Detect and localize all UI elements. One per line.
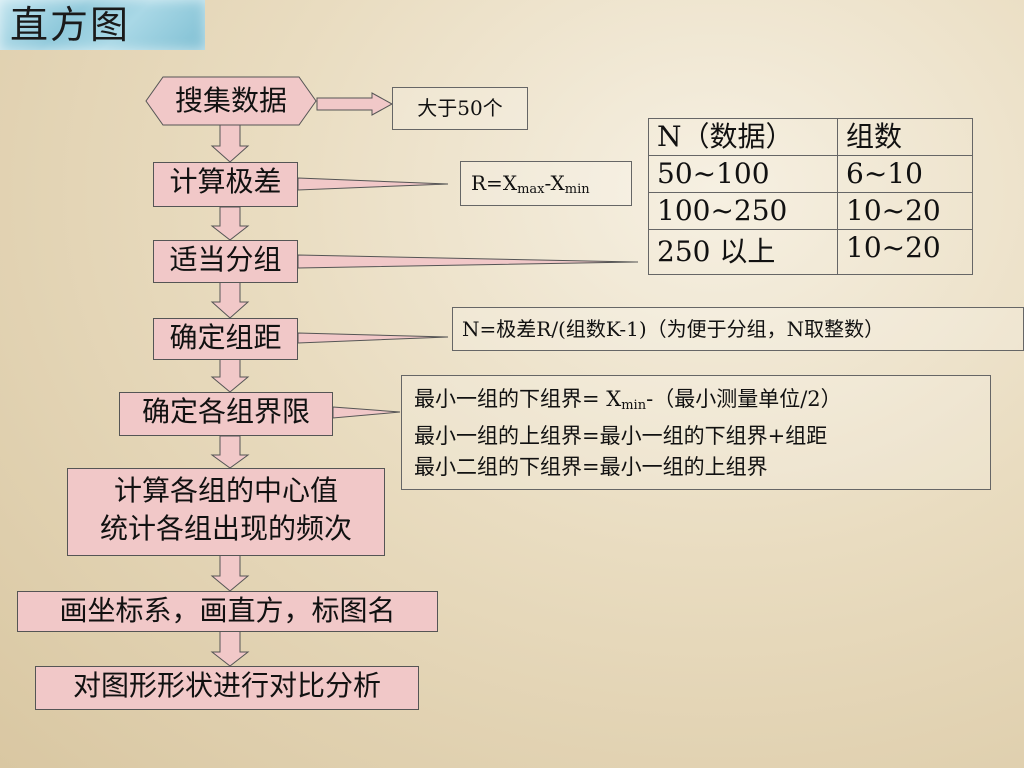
down-arrow-3: [210, 281, 250, 319]
step-grouping: 适当分组: [153, 240, 298, 283]
note-interval-formula: N=极差R/(组数K-1)（为便于分组，N取整数）: [452, 307, 1024, 351]
range-min-sub: min: [564, 182, 590, 197]
range-r-eq: R=X: [471, 171, 518, 195]
down-arrow-2: [210, 206, 250, 241]
boundary-line-3: 最小二组的下组界=最小一组的上组界: [414, 455, 768, 479]
page-title: 直方图: [10, 3, 131, 47]
boundary-min-sub: min: [621, 398, 647, 413]
boundary-line-1-suffix: -（最小测量单位/2）: [646, 387, 842, 411]
boundary-line-1-prefix: 最小一组的下组界= X: [414, 387, 622, 411]
title-banner: 直方图: [0, 0, 205, 50]
down-arrow-5: [210, 435, 250, 469]
table-header-groups: 组数: [837, 118, 973, 156]
boundary-line-2: 最小一组的上组界=最小一组的下组界+组距: [414, 424, 828, 448]
table-header-n: N（数据）: [648, 118, 838, 156]
table-cell: 6~10: [837, 155, 973, 193]
right-pointer-4: [297, 332, 449, 344]
step-draw-histogram: 画坐标系，画直方，标图名: [17, 591, 438, 632]
step-frequency-label: 统计各组出现的频次: [99, 512, 352, 545]
table-cell: 10~20: [837, 192, 973, 230]
step-group-interval: 确定组距: [153, 318, 298, 360]
table-cell: 10~20: [837, 229, 973, 275]
step-group-boundaries: 确定各组界限: [119, 392, 333, 436]
table-header-row: N（数据） 组数: [648, 118, 973, 156]
table-row: 50~100 6~10: [648, 155, 973, 193]
range-dash: -X: [544, 171, 565, 195]
group-count-table: N（数据） 组数 50~100 6~10 100~250 10~20 250 以…: [648, 118, 973, 275]
table-cell: 250 以上: [648, 229, 838, 275]
down-arrow-4: [210, 358, 250, 393]
table-cell: 100~250: [648, 192, 838, 230]
table-cell: 50~100: [648, 155, 838, 193]
step-compare-analyze: 对图形形状进行对比分析: [35, 666, 419, 710]
right-pointer-3: [297, 254, 639, 269]
table-row: 100~250 10~20: [648, 192, 973, 230]
step-collect-data-label: 搜集数据: [174, 84, 287, 117]
note-range-formula: R=Xmax-Xmin: [460, 161, 632, 206]
right-pointer-2: [297, 177, 449, 191]
range-max-sub: max: [517, 182, 545, 197]
down-arrow-7: [210, 630, 250, 667]
note-boundary-rules: 最小一组的下组界= Xmin-（最小测量单位/2） 最小一组的上组界=最小一组的…: [401, 375, 991, 490]
step-compute-range: 计算极差: [153, 162, 298, 207]
note-data-count: 大于50个: [392, 87, 528, 130]
step-center-label: 计算各组的中心值: [113, 474, 338, 507]
boundary-line-1: 最小一组的下组界= Xmin-（最小测量单位/2）: [414, 384, 990, 421]
right-pointer-5: [332, 406, 401, 419]
right-arrow-1: [316, 92, 394, 116]
step-center-frequency: 计算各组的中心值 统计各组出现的频次: [67, 468, 385, 556]
down-arrow-1: [210, 123, 250, 163]
step-collect-data: [145, 76, 317, 126]
table-row: 250 以上 10~20: [648, 229, 973, 275]
down-arrow-6: [210, 554, 250, 592]
